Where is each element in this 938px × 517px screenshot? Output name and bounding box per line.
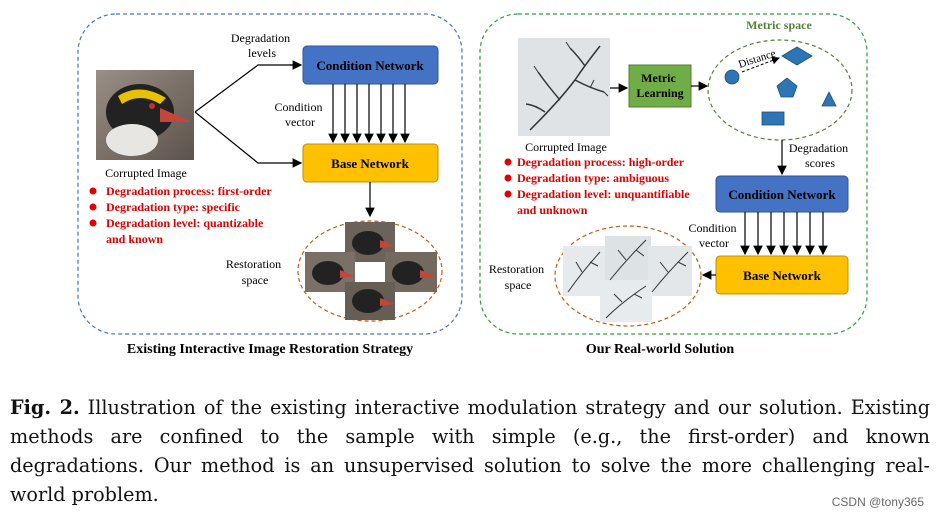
right-condition-network — [715, 175, 849, 213]
left-corrupted-label: Corrupted Image — [105, 166, 187, 180]
metric-space-label: Metric space — [746, 18, 812, 32]
watermark: CSDN @tony365 — [831, 495, 924, 509]
corrupted-branch-image — [518, 38, 610, 136]
left-condition-network — [302, 45, 439, 85]
svg-text:and known: and known — [106, 232, 163, 246]
svg-text:Degradation process: first-ord: Degradation process: first-order — [106, 184, 272, 198]
left-degradation-levels-label: Degradation levels — [231, 31, 293, 60]
metric-space-shapes — [724, 46, 837, 126]
svg-text:and unknown: and unknown — [517, 203, 588, 217]
left-restored-bird-tiles — [305, 222, 437, 320]
svg-text:Degradation process: high-orde: Degradation process: high-order — [517, 155, 685, 169]
right-panel-title: Our Real-world Solution — [586, 342, 735, 357]
caption-text: Illustration of the existing interactive… — [10, 396, 931, 506]
distance-arrow — [741, 56, 780, 73]
degradation-scores-label: Degradation scores — [789, 141, 851, 170]
right-bullets: Degradation process: high-order Degradat… — [504, 155, 690, 217]
caption-label: Fig. 2. — [10, 396, 80, 419]
svg-text:Condition Network: Condition Network — [728, 187, 836, 202]
svg-text:Degradation type: specific: Degradation type: specific — [106, 200, 241, 214]
svg-text:Degradation level: unquantifia: Degradation level: unquantifiable — [517, 187, 690, 201]
left-condition-vector-arrows — [328, 84, 410, 144]
right-corrupted-label: Corrupted Image — [525, 140, 607, 154]
svg-text:Condition Network: Condition Network — [316, 58, 424, 73]
svg-text:Base Network: Base Network — [331, 156, 409, 171]
left-panel-border — [77, 13, 463, 335]
svg-text:Metric Learning: Metric Learning — [636, 71, 683, 100]
left-condition-vector-label: Condition vector — [274, 100, 325, 129]
left-bullets: Degradation process: first-order Degrada… — [89, 184, 272, 246]
svg-text:Degradation level: quantizable: Degradation level: quantizable — [106, 216, 264, 230]
svg-text:Degradation type: ambiguous: Degradation type: ambiguous — [517, 171, 669, 185]
right-restoration-space — [554, 225, 702, 327]
svg-text:Base Network: Base Network — [743, 268, 821, 283]
right-condition-vector-label: Condition vector — [688, 221, 739, 250]
metric-space-ellipse — [707, 39, 853, 141]
right-restoration-space-label: Restoration space — [489, 262, 547, 292]
distance-label: Distance — [737, 47, 777, 70]
right-restored-branch-tiles — [563, 236, 692, 322]
left-restoration-space — [297, 220, 443, 322]
corrupted-bird-image — [96, 70, 194, 160]
left-branch-lines — [194, 64, 300, 164]
right-panel-border — [479, 13, 868, 335]
left-restoration-space-label: Restoration space — [226, 257, 284, 287]
figure-caption: Fig. 2. Illustration of the existing int… — [10, 393, 930, 509]
right-condition-vector-arrows — [740, 212, 828, 256]
left-panel-title: Existing Interactive Image Restoration S… — [127, 342, 413, 357]
